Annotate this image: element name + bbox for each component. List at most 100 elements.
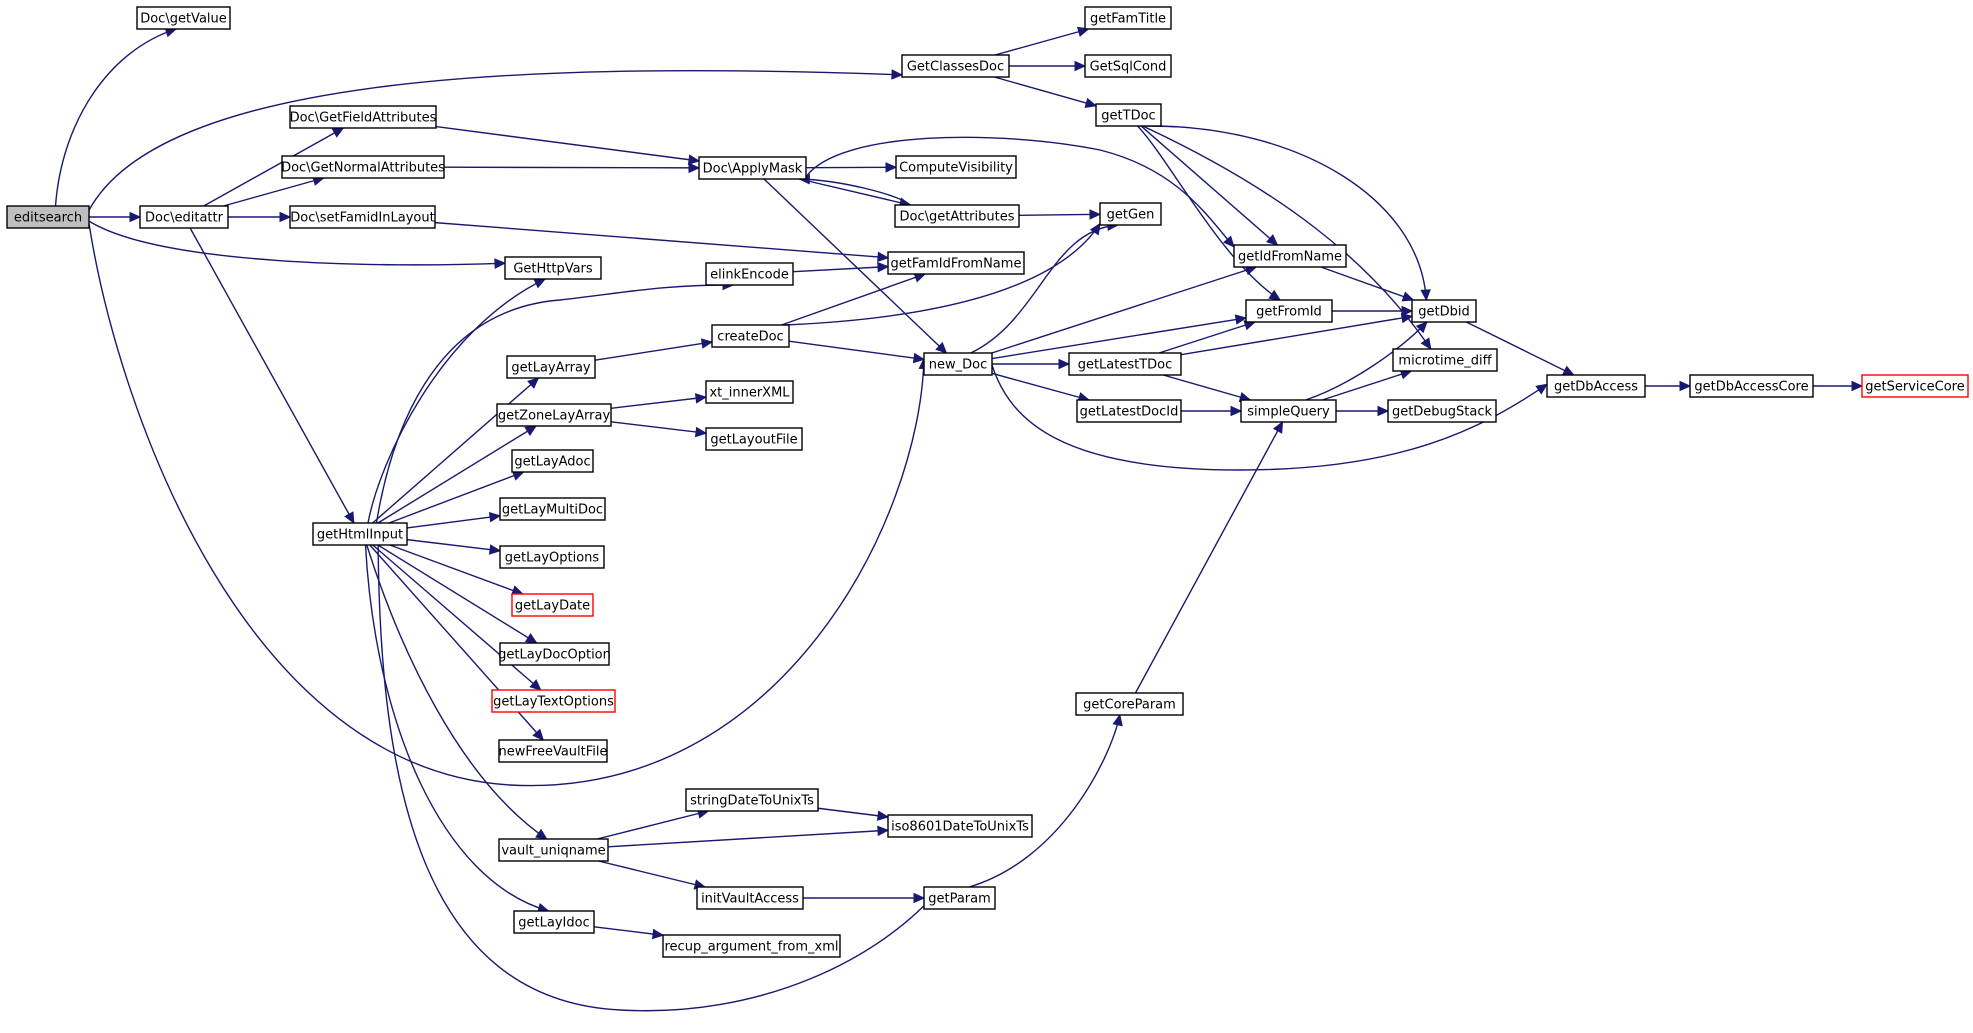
- node-box[interactable]: [698, 156, 807, 180]
- node-box[interactable]: [1411, 299, 1477, 323]
- node-box[interactable]: [887, 814, 1033, 838]
- node-getfamidfromname[interactable]: getFamIdFromName: [887, 251, 1025, 275]
- node-iso8601datetounixts[interactable]: iso8601DateToUnixTs: [887, 814, 1033, 838]
- node-getparam[interactable]: getParam: [923, 886, 996, 910]
- node-doc-getvalue[interactable]: Doc\getValue: [136, 6, 231, 30]
- node-new-doc[interactable]: new_Doc: [923, 352, 993, 376]
- node-getlayoptions[interactable]: getLayOptions: [499, 545, 605, 569]
- node-getservicecore[interactable]: getServiceCore: [1861, 374, 1969, 398]
- node-getlayarray[interactable]: getLayArray: [506, 355, 596, 379]
- node-getlaydocoption[interactable]: getLayDocOption: [498, 642, 611, 666]
- node-box[interactable]: [498, 739, 608, 763]
- node-box[interactable]: [711, 324, 790, 348]
- node-doc-setfamidinlayout[interactable]: Doc\setFamidInLayout: [289, 205, 436, 229]
- node-box[interactable]: [923, 886, 996, 910]
- node-getdbaccesscore[interactable]: getDbAccessCore: [1689, 374, 1814, 398]
- node-getcoreparam[interactable]: getCoreParam: [1075, 692, 1184, 716]
- node-getzonelayarray[interactable]: getZoneLayArray: [496, 403, 612, 427]
- node-box[interactable]: [281, 155, 445, 179]
- node-box[interactable]: [1095, 103, 1162, 127]
- node-box[interactable]: [1233, 244, 1347, 268]
- node-box[interactable]: [705, 380, 794, 404]
- node-box[interactable]: [496, 403, 612, 427]
- node-getdebugstack[interactable]: getDebugStack: [1387, 399, 1497, 423]
- node-xt-innerxml[interactable]: xt_innerXML: [705, 380, 794, 404]
- node-getlayoutfile[interactable]: getLayoutFile: [705, 427, 803, 451]
- node-box[interactable]: [289, 105, 437, 129]
- node-box[interactable]: [894, 204, 1020, 228]
- node-box[interactable]: [705, 427, 803, 451]
- node-box[interactable]: [1387, 399, 1497, 423]
- node-getidfromname[interactable]: getIdFromName: [1233, 244, 1347, 268]
- node-box[interactable]: [705, 262, 794, 286]
- node-gettdoc[interactable]: getTDoc: [1095, 103, 1162, 127]
- node-elinkencode[interactable]: elinkEncode: [705, 262, 794, 286]
- node-createdoc[interactable]: createDoc: [711, 324, 790, 348]
- node-box[interactable]: [511, 449, 594, 473]
- node-box[interactable]: [895, 155, 1017, 179]
- node-stringdatetounixts[interactable]: stringDateToUnixTs: [685, 788, 819, 812]
- node-vault-uniqname[interactable]: vault_uniqname: [498, 838, 609, 862]
- node-box[interactable]: [1075, 692, 1184, 716]
- node-box[interactable]: [1546, 374, 1646, 398]
- node-simplequery[interactable]: simpleQuery: [1240, 399, 1337, 423]
- node-box[interactable]: [1240, 399, 1337, 423]
- node-box[interactable]: [1392, 348, 1498, 372]
- node-getgen[interactable]: getGen: [1099, 202, 1162, 226]
- node-box[interactable]: [887, 251, 1025, 275]
- node-getlayadoc[interactable]: getLayAdoc: [511, 449, 594, 473]
- node-box[interactable]: [1084, 6, 1172, 30]
- node-getlaytextoptions[interactable]: getLayTextOptions: [491, 689, 616, 713]
- node-box[interactable]: [312, 522, 408, 546]
- node-getfromid[interactable]: getFromId: [1245, 299, 1333, 323]
- node-box[interactable]: [685, 788, 819, 812]
- node-box[interactable]: [289, 205, 436, 229]
- node-box[interactable]: [662, 934, 841, 958]
- node-getlatestdocid[interactable]: getLatestDocId: [1076, 399, 1182, 423]
- node-box[interactable]: [504, 256, 602, 280]
- node-box[interactable]: [1076, 399, 1182, 423]
- node-box[interactable]: [506, 355, 596, 379]
- node-getfamtitle[interactable]: getFamTitle: [1084, 6, 1172, 30]
- node-microtime-diff[interactable]: microtime_diff: [1392, 348, 1498, 372]
- node-box[interactable]: [923, 352, 993, 376]
- node-box[interactable]: [511, 593, 594, 617]
- node-box[interactable]: [1099, 202, 1162, 226]
- node-box[interactable]: [1689, 374, 1814, 398]
- node-doc-getattributes[interactable]: Doc\getAttributes: [894, 204, 1020, 228]
- node-getlatesttdoc[interactable]: getLatestTDoc: [1068, 352, 1182, 376]
- node-getdbaccess[interactable]: getDbAccess: [1546, 374, 1646, 398]
- node-box[interactable]: [499, 545, 605, 569]
- node-computevisibility[interactable]: ComputeVisibility: [895, 155, 1017, 179]
- node-box[interactable]: [696, 886, 804, 910]
- node-box[interactable]: [139, 205, 229, 229]
- node-getlaydate[interactable]: getLayDate: [511, 593, 594, 617]
- node-getlaymultidoc[interactable]: getLayMultiDoc: [499, 497, 606, 521]
- node-initvaultaccess[interactable]: initVaultAccess: [696, 886, 804, 910]
- node-gethtmlinput[interactable]: getHtmlInput: [312, 522, 408, 546]
- node-getsqlcond[interactable]: GetSqlCond: [1084, 54, 1172, 78]
- node-getlayidoc[interactable]: getLayIdoc: [513, 910, 595, 934]
- node-newfreevaultfile[interactable]: newFreeVaultFile: [498, 739, 608, 763]
- node-doc-getfieldattributes[interactable]: Doc\GetFieldAttributes: [289, 105, 437, 129]
- node-box[interactable]: [901, 54, 1010, 78]
- node-box[interactable]: [1068, 352, 1182, 376]
- node-box[interactable]: [498, 838, 609, 862]
- node-gethttpvars[interactable]: GetHttpVars: [504, 256, 602, 280]
- node-box[interactable]: [1084, 54, 1172, 78]
- node-getclassesdoc[interactable]: GetClassesDoc: [901, 54, 1010, 78]
- node-box[interactable]: [1245, 299, 1333, 323]
- node-doc-editattr[interactable]: Doc\editattr: [139, 205, 229, 229]
- node-box[interactable]: [499, 642, 610, 666]
- node-doc-applymask[interactable]: Doc\ApplyMask: [698, 156, 807, 180]
- node-recup-argument-from-xml[interactable]: recup_argument_from_xml: [662, 934, 841, 958]
- node-getdbid[interactable]: getDbid: [1411, 299, 1477, 323]
- node-box[interactable]: [499, 497, 606, 521]
- node-box[interactable]: [1861, 374, 1969, 398]
- node-box[interactable]: [6, 205, 90, 229]
- node-editsearch[interactable]: editsearch: [6, 205, 90, 229]
- node-box[interactable]: [491, 689, 616, 713]
- node-doc-getnormalattributes[interactable]: Doc\GetNormalAttributes: [281, 155, 445, 179]
- node-box[interactable]: [136, 6, 231, 30]
- node-box[interactable]: [513, 910, 595, 934]
